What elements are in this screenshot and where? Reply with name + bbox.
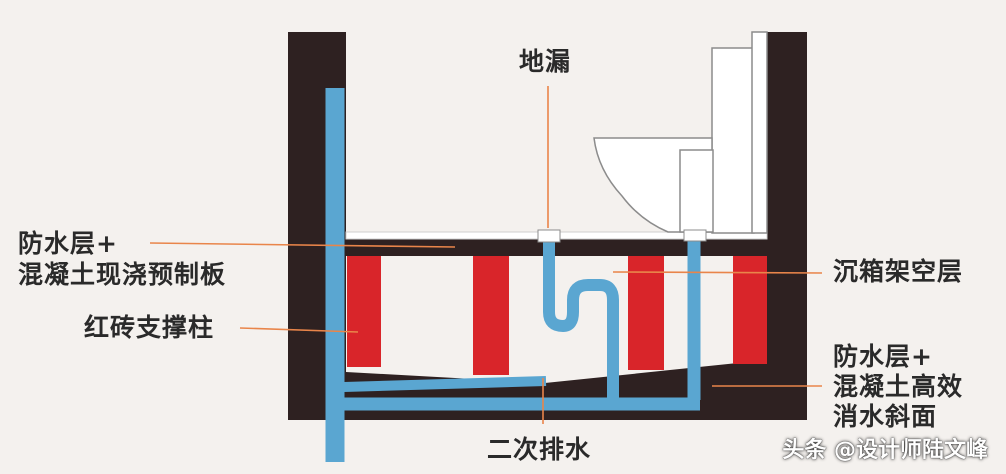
brick-column	[347, 256, 381, 367]
brick-column	[733, 256, 767, 364]
label-waterproof-slope-line2: 混凝土高效	[833, 372, 964, 401]
label-sunken-box-void: 沉箱架空层	[833, 257, 964, 286]
brick-column	[628, 256, 664, 370]
label-waterproof-slope: 防水层+ 混凝土高效 消水斜面	[833, 342, 963, 432]
label-waterproof-slab: 防水层+ 混凝土现浇预制板	[18, 228, 226, 290]
watermark: 头条 @设计师陆文峰	[782, 438, 988, 463]
label-waterproof-slope-line3: 消水斜面	[833, 402, 938, 431]
label-waterproof-slab-line2: 混凝土现浇预制板	[18, 260, 227, 289]
brick-column	[473, 256, 509, 375]
label-brick-columns: 红砖支撑柱	[84, 313, 215, 342]
label-secondary-drainage: 二次排水	[487, 435, 592, 464]
label-floor-drain: 地漏	[519, 47, 572, 76]
floor-drain-cap	[537, 229, 561, 243]
floor-slab	[346, 238, 767, 256]
label-waterproof-slab-line1: 防水层+	[18, 229, 118, 258]
toilet-drain-cap	[683, 229, 707, 242]
drain-pipes	[325, 88, 701, 462]
label-waterproof-slope-line1: 防水层+	[833, 342, 933, 371]
leader-lines	[149, 86, 823, 424]
toilet	[593, 31, 768, 234]
right-wall	[767, 32, 807, 420]
